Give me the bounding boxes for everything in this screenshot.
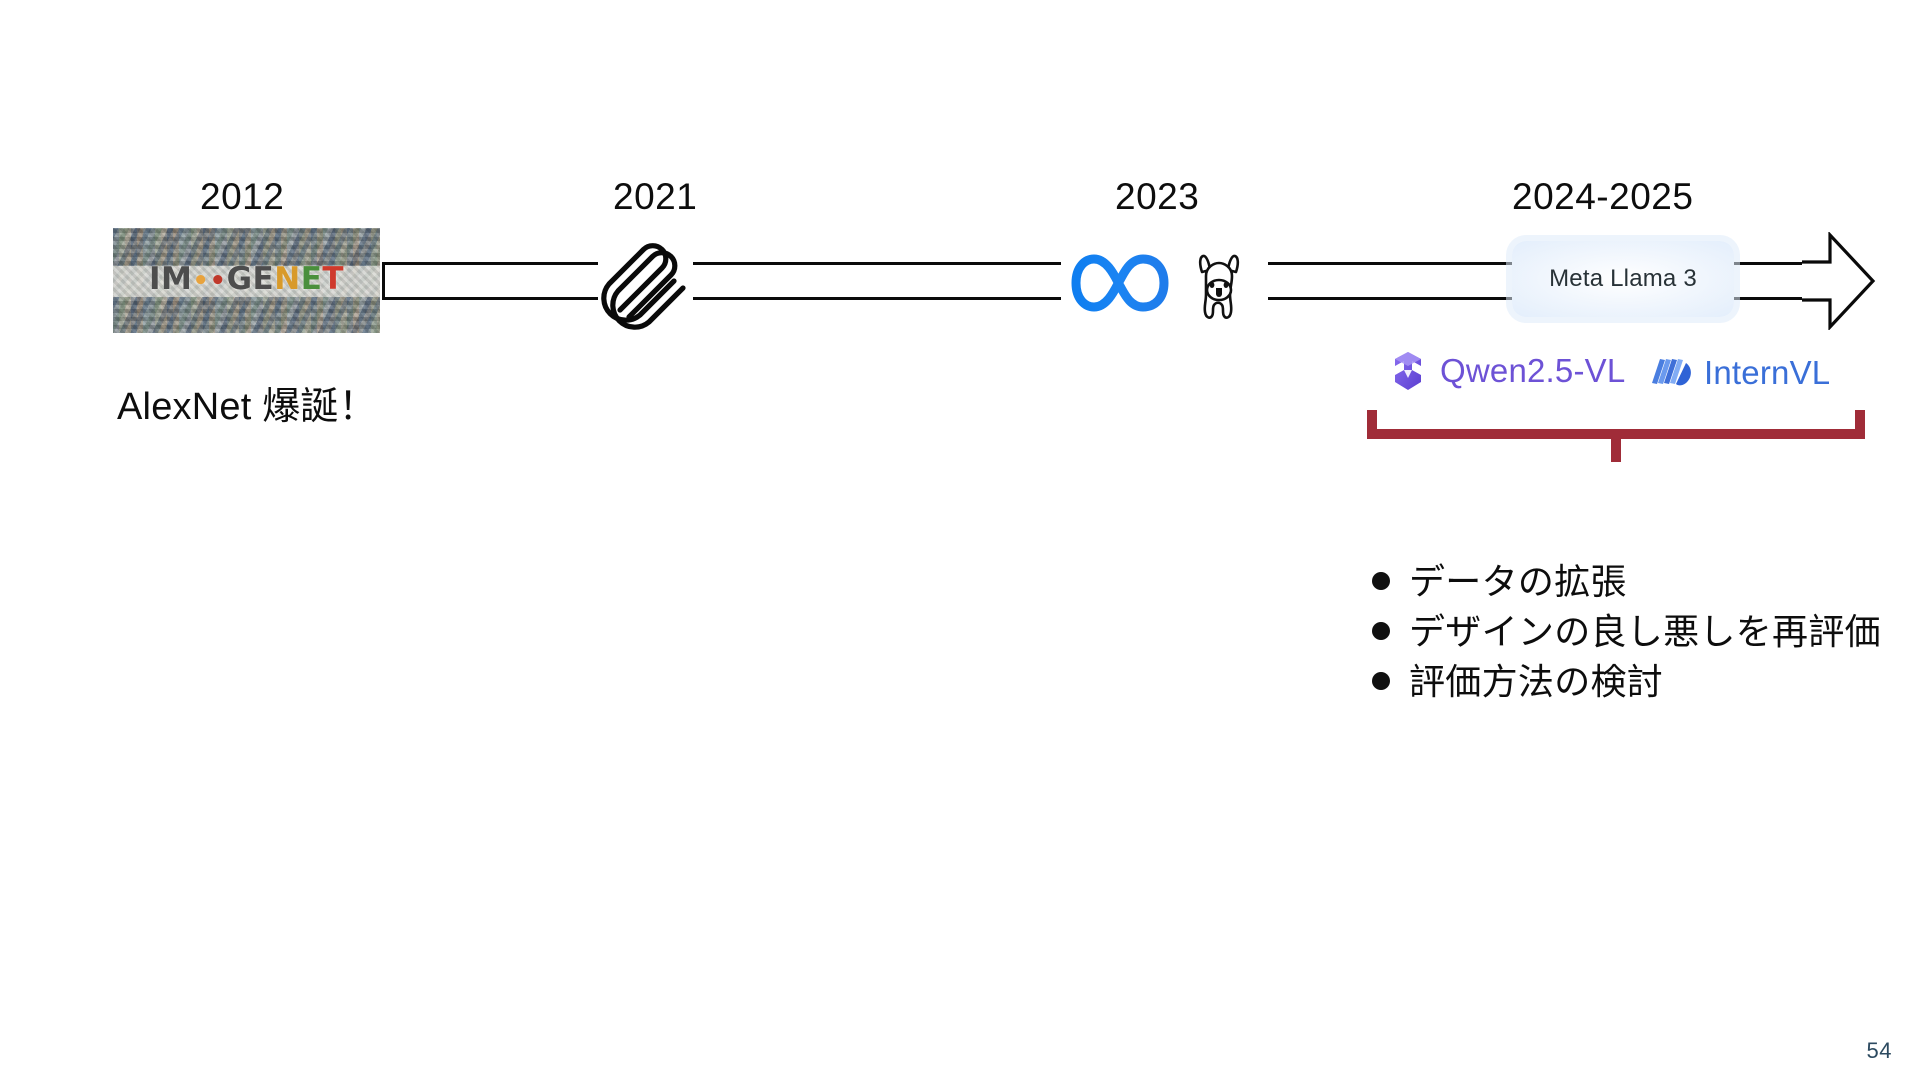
- internvl-logo-icon: [1648, 353, 1696, 393]
- meta-infinity-icon: [1066, 252, 1174, 314]
- llama-icon: [1186, 250, 1252, 322]
- bullet-list-item-label: デザインの良し悪しを再評価: [1409, 610, 1881, 652]
- alexnet-caption: AlexNet 爆誕！: [117, 386, 377, 428]
- qwen-logo: Qwen2.5-VL: [1385, 345, 1625, 397]
- bullet-marker-icon: [1372, 671, 1390, 690]
- imagenet-logo-text-e: E: [300, 260, 323, 297]
- bullet-list-item-label: 評価方法の検討: [1409, 660, 1664, 702]
- paperclip-icon: [596, 238, 692, 334]
- imagenet-logo-text: IM••GENET: [113, 260, 380, 297]
- internvl-logo: InternVL: [1648, 348, 1830, 398]
- timeline-shaft-segment-1: [382, 262, 598, 300]
- bullet-marker-icon: [1372, 572, 1390, 590]
- timeline-year-2024-2025: 2024-2025: [1512, 176, 1694, 217]
- bullet-list-item: デザインの良し悪しを再評価: [1372, 610, 1912, 654]
- bullet-list-item-label: データの拡張: [1409, 561, 1627, 602]
- imagenet-logo-text-ge: GE: [226, 260, 275, 297]
- grouping-bracket: [1366, 408, 1866, 468]
- imagenet-logo-texture: [113, 228, 380, 333]
- imagenet-logo: IM••GENET: [113, 228, 380, 333]
- imagenet-logo-dot-red: •: [209, 265, 227, 296]
- imagenet-logo-text-n: N: [274, 260, 301, 297]
- bullet-marker-icon: [1372, 621, 1390, 640]
- timeline-year-2023: 2023: [1115, 176, 1200, 217]
- bullet-list-item: データの拡張: [1372, 560, 1912, 604]
- imagenet-logo-text-t: T: [322, 260, 345, 297]
- timeline-shaft-segment-3: [1268, 262, 1516, 300]
- imagenet-logo-band: [113, 265, 380, 298]
- page-number: 54: [1866, 1038, 1892, 1063]
- imagenet-logo-dot-orange: •: [192, 265, 210, 296]
- timeline-year-2012: 2012: [200, 176, 285, 217]
- bullet-list-item: 評価方法の検討: [1372, 660, 1912, 704]
- internvl-logo-label: InternVL: [1704, 354, 1831, 391]
- meta-llama-3-chip: Meta Llama 3: [1512, 241, 1734, 317]
- timeline-shaft-segment-2: [693, 262, 1061, 300]
- imagenet-logo-text-im: IM: [148, 260, 193, 297]
- qwen-logo-icon: [1385, 348, 1431, 394]
- bullet-list: データの拡張 デザインの良し悪しを再評価 評価方法の検討: [1372, 560, 1912, 710]
- meta-llama-3-label: Meta Llama 3: [1549, 265, 1697, 292]
- timeline-arrow-head-icon: [1800, 232, 1876, 330]
- timeline-year-2021: 2021: [613, 176, 698, 217]
- qwen-logo-label: Qwen2.5-VL: [1440, 352, 1626, 389]
